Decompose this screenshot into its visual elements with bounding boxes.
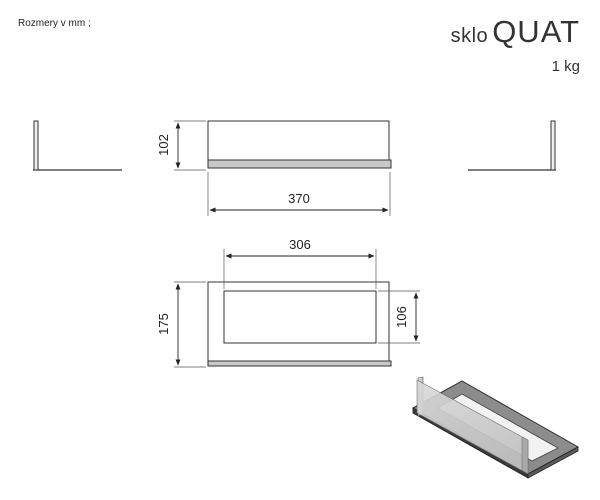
right-side-view (468, 120, 556, 171)
dimension-label-102: 102 (156, 134, 171, 156)
top-view: 306 175 106 (156, 237, 420, 368)
front-view: 102 370 (156, 120, 392, 216)
title-prefix: sklo (450, 25, 489, 47)
dimension-label-175: 175 (156, 313, 171, 335)
dimension-label-106: 106 (394, 306, 409, 328)
title-name: QUAT (492, 14, 580, 49)
product-weight: 1 kg (551, 58, 580, 75)
dimension-label-306: 306 (289, 237, 311, 252)
left-side-view (33, 120, 122, 171)
isometric-view (411, 376, 580, 479)
dimension-label-370: 370 (288, 191, 310, 206)
dimensions-note: Rozmery v mm ; (18, 18, 91, 29)
